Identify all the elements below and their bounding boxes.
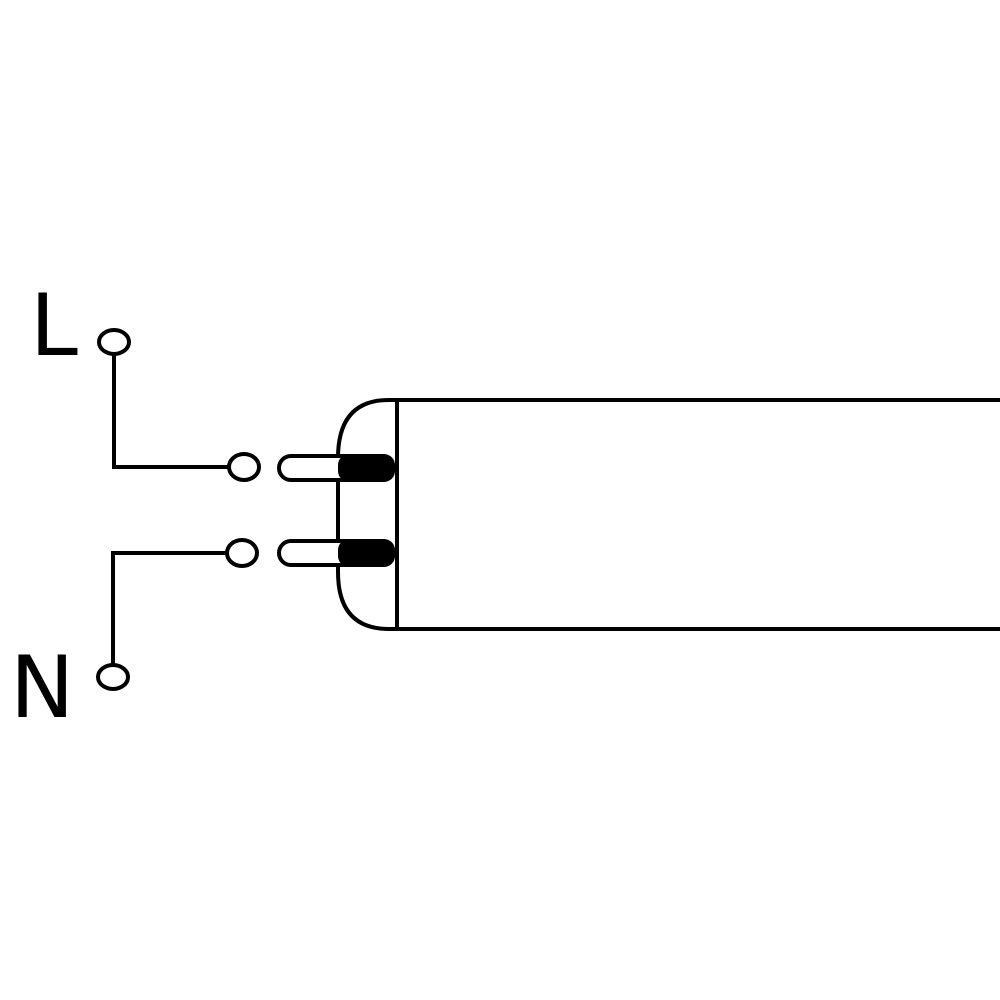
- tube-pin-bottom: [277, 539, 395, 567]
- tube-end-cap: [336, 398, 397, 631]
- tube-pin-top-base: [338, 454, 395, 482]
- tube-pin-top: [277, 454, 395, 482]
- neutral-supply-terminal: [96, 663, 130, 691]
- line-terminal-label: L: [30, 276, 78, 376]
- line-supply-terminal: [97, 328, 131, 356]
- tube-pin-bottom-base: [338, 539, 395, 567]
- neutral-wire: [111, 551, 226, 664]
- lampholder-contact-top: [227, 452, 261, 482]
- lampholder-contact-bottom: [225, 538, 259, 568]
- line-wire: [112, 355, 228, 469]
- neutral-terminal-label: N: [10, 638, 74, 738]
